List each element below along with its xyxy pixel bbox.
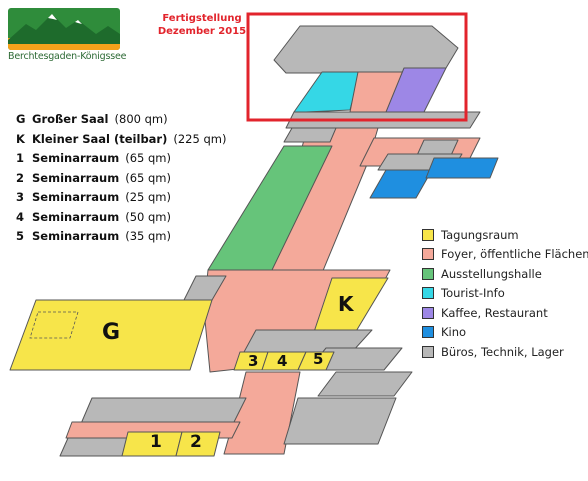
- legend-swatch: [422, 306, 434, 319]
- top-office-block: [273, 25, 459, 74]
- cinema-block-left: [369, 169, 433, 199]
- room-name: Seminarraum: [32, 170, 120, 185]
- room-name: Kleiner Saal (teilbar): [32, 131, 168, 146]
- plan-label-5: 5: [313, 350, 324, 368]
- seminar-room-2: [175, 431, 221, 457]
- legend-item-tourist-info: Tourist-Info: [422, 284, 588, 304]
- room-name: Seminarraum: [32, 190, 120, 204]
- completion-announcement: Fertigstellung Dezember 2015: [152, 12, 252, 38]
- color-legend: Tagungsraum Foyer, öffentliche Flächen A…: [422, 225, 588, 362]
- office-lower-right-3: [317, 371, 413, 397]
- legend-label: Kaffee, Restaurant: [441, 305, 548, 320]
- plan-label-4: 4: [277, 352, 288, 370]
- announcement-line-1: Fertigstellung: [162, 13, 242, 24]
- room-size: (225 qm): [173, 131, 227, 146]
- tourist-info-area: [293, 71, 361, 113]
- room-size: (65 qm): [125, 170, 171, 185]
- room-entry-3: 3 Seminarraum (25 qm): [16, 190, 226, 210]
- room-name: Seminarraum: [32, 229, 120, 243]
- office-lower-right-wing: [283, 397, 397, 445]
- legend-item-meeting-room: Tagungsraum: [422, 225, 588, 245]
- logo-mountains: [8, 14, 120, 44]
- legend-swatch: [422, 267, 434, 280]
- legend-item-exhibition: Ausstellungshalle: [422, 264, 588, 284]
- legend-label: Tourist-Info: [441, 286, 505, 301]
- legend-swatch: [422, 345, 434, 358]
- legend-swatch: [422, 326, 434, 339]
- room-entry-4: 4 Seminarraum (50 qm): [16, 210, 226, 230]
- room-size: (50 qm): [125, 209, 171, 224]
- legend-label: Tagungsraum: [441, 227, 519, 242]
- room-code: 5: [16, 229, 25, 243]
- logo-snow-caps: [48, 14, 82, 24]
- legend-swatch: [422, 287, 434, 300]
- plan-label-3: 3: [248, 352, 259, 370]
- room-entry-1: 1 Seminarraum (65 qm): [16, 151, 226, 171]
- legend-label: Büros, Technik, Lager: [441, 344, 564, 359]
- room-entry-g: G Großer Saal (800 qm): [16, 112, 226, 132]
- legend-label: Kino: [441, 325, 467, 340]
- legend-item-offices: Büros, Technik, Lager: [422, 342, 588, 362]
- plan-label-2: 2: [190, 432, 202, 452]
- office-lower-far-left: [59, 437, 129, 457]
- seminar-room-5: [297, 351, 335, 371]
- logo-mountain-graphic: [8, 8, 120, 50]
- legend-label: Foyer, öffentliche Flächen: [441, 247, 588, 262]
- room-size: (25 qm): [125, 190, 171, 204]
- office-strip-left: [283, 127, 337, 143]
- plan-label-k: K: [338, 292, 354, 316]
- room-entry-5: 5 Seminarraum (35 qm): [16, 229, 226, 249]
- logo-text: Berchtesgaden-Königssee: [8, 51, 127, 62]
- legend-swatch: [422, 248, 434, 261]
- room-size: (35 qm): [125, 229, 171, 243]
- room-size: (800 qm): [114, 112, 168, 126]
- room-code: K: [16, 131, 25, 146]
- room-entry-2: 2 Seminarraum (65 qm): [16, 171, 226, 191]
- room-code: 3: [16, 190, 25, 204]
- room-name: Seminarraum: [32, 209, 120, 224]
- completion-highlight-box: [246, 12, 468, 122]
- plan-label-1: 1: [150, 432, 162, 452]
- legend-item-restaurant: Kaffee, Restaurant: [422, 303, 588, 323]
- room-code: 2: [16, 170, 25, 185]
- room-code: 4: [16, 209, 25, 224]
- room-name: Großer Saal: [32, 112, 109, 126]
- cinema-block-right: [425, 157, 499, 179]
- room-size: (65 qm): [125, 151, 171, 165]
- logo: Berchtesgaden-Königssee: [8, 8, 126, 66]
- room-code: G: [16, 112, 26, 126]
- room-name: Seminarraum: [32, 151, 120, 165]
- large-hall: [9, 299, 213, 371]
- room-list: G Großer Saal (800 qm) K Kleiner Saal (teil…: [16, 112, 226, 249]
- announcement-line-2: Dezember 2015: [157, 26, 247, 37]
- stage-outline: [29, 311, 79, 339]
- room-code: 1: [16, 151, 25, 165]
- legend-item-foyer: Foyer, öffentliche Flächen: [422, 245, 588, 265]
- legend-label: Ausstellungshalle: [441, 266, 542, 281]
- legend-item-cinema: Kino: [422, 323, 588, 343]
- room-entry-k: K Kleiner Saal (teilbar) (225 qm): [16, 132, 226, 152]
- legend-swatch: [422, 228, 434, 241]
- plan-label-g: G: [102, 320, 121, 345]
